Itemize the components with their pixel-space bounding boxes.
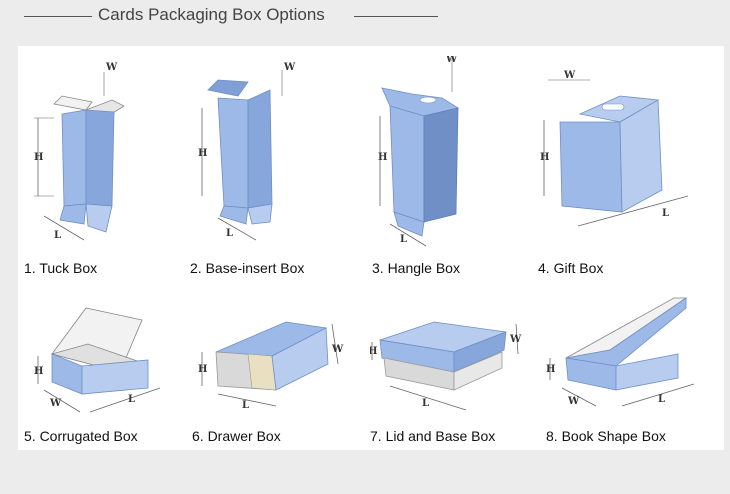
length-label: L (658, 394, 665, 405)
height-label: H (198, 364, 207, 375)
width-label: W (509, 334, 522, 345)
lid-and-base-box-diagram: H W L (370, 321, 522, 411)
header-rule-right (354, 16, 438, 17)
option-hangle-box[interactable]: H W L 3. Hangle Box (372, 56, 548, 276)
option-label: 2. Base-insert Box (190, 260, 305, 276)
height-label: H (370, 346, 377, 357)
height-label: H (540, 152, 549, 163)
option-lid-and-base-box[interactable]: H W L 7. Lid and Base Box (370, 294, 546, 494)
page-header: Cards Packaging Box Options (0, 0, 730, 34)
width-label: W (567, 396, 580, 407)
width-label: W (563, 70, 576, 81)
option-label: 3. Hangle Box (372, 260, 460, 276)
length-label: L (54, 230, 61, 241)
length-label: L (128, 394, 135, 405)
option-base-insert-box[interactable]: H W L 2. Base-insert Box (190, 56, 366, 276)
option-label: 5. Corrugated Box (24, 428, 138, 444)
height-label: H (546, 364, 555, 375)
width-label: W (445, 56, 458, 65)
option-tuck-box[interactable]: H W L 1. Tuck Box (24, 56, 200, 276)
option-drawer-box[interactable]: H W L 6. Drawer Box (192, 294, 368, 494)
length-label: L (400, 234, 407, 245)
length-label: L (242, 400, 249, 411)
width-label: W (283, 62, 296, 73)
corrugated-box-diagram: H W L (34, 307, 161, 413)
height-label: H (378, 152, 387, 163)
drawer-box-diagram: H W L (198, 321, 344, 411)
option-corrugated-box[interactable]: H W L 5. Corrugated Box (24, 294, 200, 494)
header-rule-left (24, 16, 92, 17)
option-label: 1. Tuck Box (24, 260, 98, 276)
option-label: 4. Gift Box (538, 260, 604, 276)
width-label: W (331, 344, 344, 355)
option-label: 6. Drawer Box (192, 428, 281, 444)
width-label: W (49, 398, 62, 409)
height-label: H (198, 148, 207, 159)
hangle-box-diagram: H W L (378, 56, 460, 247)
height-label: H (34, 152, 43, 163)
tuck-box-diagram: H W L (34, 62, 125, 241)
option-gift-box[interactable]: H W L 4. Gift Box (538, 56, 714, 276)
width-label: W (105, 62, 118, 73)
base-insert-box-diagram: H W L (198, 62, 296, 241)
page-title: Cards Packaging Box Options (98, 5, 325, 24)
option-label: 8. Book Shape Box (546, 428, 666, 444)
gift-box-diagram: H W L (540, 70, 689, 227)
book-shape-box-diagram: H W L (546, 297, 695, 407)
length-label: L (422, 398, 429, 409)
length-label: L (226, 228, 233, 239)
box-options-panel: H W L 1. Tuck Box H W L 2. Base-insert B… (18, 46, 724, 450)
option-label: 7. Lid and Base Box (370, 428, 496, 444)
height-label: H (34, 366, 43, 377)
length-label: L (662, 208, 669, 219)
option-book-shape-box[interactable]: H W L 8. Book Shape Box (546, 294, 722, 494)
